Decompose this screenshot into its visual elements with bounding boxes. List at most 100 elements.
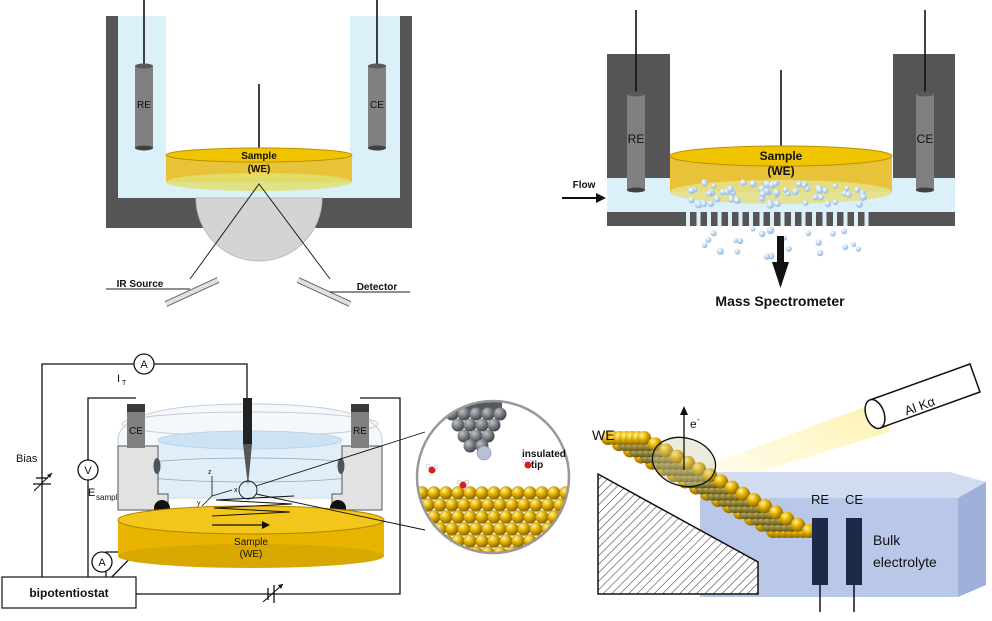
stm-sample-label: Sample xyxy=(234,537,268,548)
membrane-pore xyxy=(759,212,764,226)
gas-bubble xyxy=(829,230,836,237)
ms-ce-electrode xyxy=(916,91,934,193)
ms-sample-we-label: (WE) xyxy=(767,164,794,178)
tip-atom xyxy=(469,429,483,443)
ir-prism xyxy=(195,197,323,262)
xps-re-electrode xyxy=(812,518,828,585)
xps-gold-film xyxy=(601,431,816,538)
gold-atom xyxy=(439,486,453,500)
gas-bubble xyxy=(850,241,857,248)
stm-sample-disk xyxy=(117,505,385,568)
tip-atom xyxy=(493,407,507,421)
film-atom xyxy=(758,499,772,514)
gas-bubble xyxy=(710,230,717,237)
tip-atom xyxy=(457,429,471,443)
gold-atom xyxy=(572,535,585,548)
membrane-pore xyxy=(738,212,743,226)
gas-bubble xyxy=(844,185,850,191)
tip-atom xyxy=(481,407,495,421)
gold-atom xyxy=(547,486,561,500)
stm-scan-path xyxy=(211,495,295,517)
gas-bubble xyxy=(734,248,741,255)
stm-re-electrode xyxy=(351,404,369,448)
gold-atom xyxy=(404,487,417,500)
gold-atom xyxy=(439,510,453,524)
gas-bubble xyxy=(832,199,839,206)
gold-atom xyxy=(572,511,585,524)
gold-atom xyxy=(565,522,569,536)
gas-bubble xyxy=(801,182,808,189)
gas-bubble xyxy=(749,180,757,188)
ms-sample-label: Sample xyxy=(760,149,803,163)
xps-electrolyte-side xyxy=(958,482,986,597)
membrane-pore xyxy=(854,212,858,226)
gold-atom xyxy=(487,510,501,524)
gas-bubble xyxy=(854,186,861,193)
gas-bubble xyxy=(759,190,767,198)
gas-bubble xyxy=(716,247,724,255)
gas-bubble xyxy=(796,180,803,188)
panel-ms-cell: RE CE Sample (WE) Flow Mass Spectrometer xyxy=(562,10,955,309)
membrane-pore xyxy=(833,212,837,226)
film-atom xyxy=(703,468,717,483)
film-atom xyxy=(791,517,805,532)
xps-electrolyte-top xyxy=(700,472,986,498)
ms-membrane-pores xyxy=(686,212,869,226)
gold-atom xyxy=(529,522,543,536)
gas-bubble xyxy=(687,187,695,194)
gas-bubble xyxy=(841,228,848,235)
stm-holder-right-window xyxy=(337,458,345,474)
stm-axis-z: z xyxy=(208,469,212,476)
gas-bubble xyxy=(694,200,703,209)
tip-atom xyxy=(487,418,501,432)
tip-atom xyxy=(463,439,477,453)
ms-flow-label: Flow xyxy=(573,180,596,191)
gold-atom xyxy=(559,534,569,548)
gold-atom xyxy=(499,486,513,500)
stm-bias-label: Bias xyxy=(16,453,38,465)
stm-current-label: I xyxy=(117,373,120,385)
gas-bubble xyxy=(773,200,781,208)
gas-bubble xyxy=(726,185,734,193)
gold-atom xyxy=(481,546,495,553)
membrane-pore xyxy=(843,212,848,226)
stm-water-molecules xyxy=(425,458,535,489)
gold-atom xyxy=(535,510,549,524)
stm-ce-electrode xyxy=(127,404,145,448)
xps-electron-arrowhead xyxy=(680,406,688,415)
stm-insulated-label: insulated xyxy=(522,449,566,460)
gold-atom xyxy=(505,498,519,512)
xps-xray-source xyxy=(864,363,981,430)
ms-ms-arrowhead xyxy=(772,262,789,288)
gold-atom xyxy=(427,534,441,548)
gold-atom xyxy=(547,534,561,548)
ms-flow-arrowhead xyxy=(596,193,606,203)
gold-atom xyxy=(421,546,435,553)
stm-holder-left-window xyxy=(153,458,161,474)
gold-atom xyxy=(445,546,459,553)
ir-ce-label: CE xyxy=(370,100,384,111)
gas-bubble xyxy=(701,242,708,249)
gas-bubble xyxy=(739,179,747,187)
membrane-pore xyxy=(717,212,722,226)
gold-atom xyxy=(451,510,465,524)
membrane-pore xyxy=(812,212,816,226)
tip-atom xyxy=(457,407,471,421)
gold-atom xyxy=(487,486,501,500)
gold-atom xyxy=(457,498,471,512)
gold-atom xyxy=(404,511,417,524)
gold-atom xyxy=(493,498,507,512)
tip-apex-atom xyxy=(476,445,492,461)
gold-atom xyxy=(523,486,537,500)
tip-atom xyxy=(451,418,465,432)
gold-atom xyxy=(511,534,525,548)
stm-bipotentiostat-box xyxy=(1,576,137,609)
stm-sample-we-label: (WE) xyxy=(240,549,263,560)
gold-atom xyxy=(475,510,489,524)
gold-atom xyxy=(565,498,569,512)
gold-atom xyxy=(475,486,489,500)
gold-atom xyxy=(511,510,525,524)
gas-bubble xyxy=(763,253,770,260)
membrane-pore xyxy=(864,212,869,226)
